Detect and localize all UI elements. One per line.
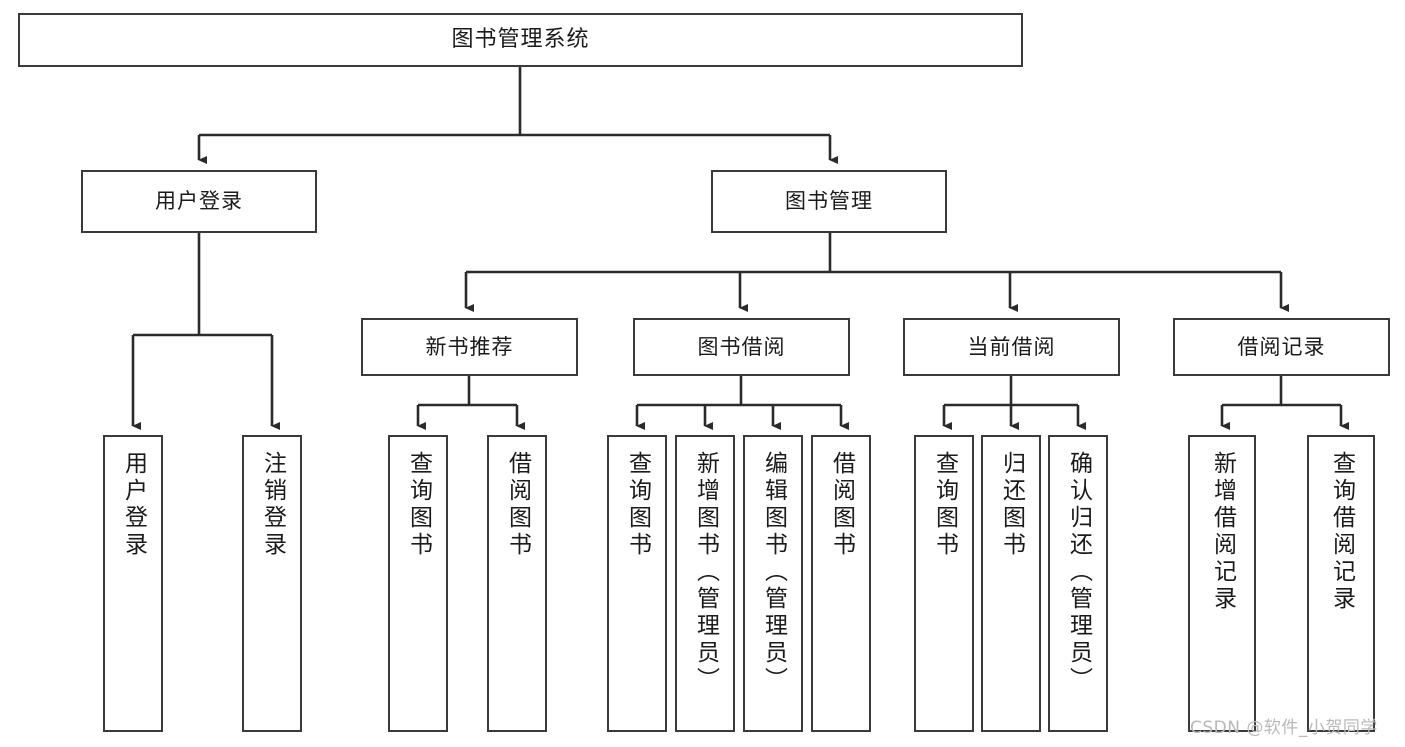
node-label: 查询图书 xyxy=(931,451,958,559)
node-user-login[interactable]: 用户登录 xyxy=(81,170,317,233)
leaf-add-borrow-record[interactable]: 新增借阅记录 xyxy=(1188,435,1256,732)
leaf-edit-book-admin[interactable]: 编辑图书（管理员） xyxy=(743,435,803,732)
node-borrowing-records[interactable]: 借阅记录 xyxy=(1173,318,1390,376)
node-current-borrowing[interactable]: 当前借阅 xyxy=(903,318,1120,376)
node-label: 图书借阅 xyxy=(697,334,786,359)
leaf-query-book-recommendation[interactable]: 查询图书 xyxy=(388,435,448,732)
leaf-confirm-return-admin[interactable]: 确认归还（管理员） xyxy=(1048,435,1108,732)
node-label: 用户登录 xyxy=(120,451,147,559)
node-label: 归还图书 xyxy=(998,451,1025,559)
node-label: 查询图书 xyxy=(405,451,432,559)
leaf-user-logout[interactable]: 注销登录 xyxy=(242,435,302,732)
node-label: 借阅记录 xyxy=(1237,334,1326,359)
node-book-borrowing[interactable]: 图书借阅 xyxy=(633,318,850,376)
node-label: 新增借阅记录 xyxy=(1209,451,1236,613)
leaf-query-book-borrowing[interactable]: 查询图书 xyxy=(607,435,667,732)
leaf-add-book-admin[interactable]: 新增图书（管理员） xyxy=(675,435,735,732)
node-label: 新增图书（管理员） xyxy=(692,451,719,694)
node-label: 借阅图书 xyxy=(828,451,855,559)
node-label: 借阅图书 xyxy=(504,451,531,559)
leaf-return-book[interactable]: 归还图书 xyxy=(981,435,1041,732)
leaf-query-borrow-record[interactable]: 查询借阅记录 xyxy=(1307,435,1375,732)
node-label: 当前借阅 xyxy=(967,334,1056,359)
node-label: 图书管理系统 xyxy=(451,27,590,53)
leaf-borrow-book[interactable]: 借阅图书 xyxy=(811,435,871,732)
node-label: 注销登录 xyxy=(259,451,286,559)
node-new-book-recommendation[interactable]: 新书推荐 xyxy=(361,318,578,376)
node-book-management[interactable]: 图书管理 xyxy=(711,170,947,233)
node-label: 用户登录 xyxy=(155,189,243,214)
node-label: 确认归还（管理员） xyxy=(1065,451,1092,694)
node-label: 查询图书 xyxy=(624,451,651,559)
node-label: 编辑图书（管理员） xyxy=(760,451,787,694)
node-label: 新书推荐 xyxy=(425,334,514,359)
leaf-query-book-current[interactable]: 查询图书 xyxy=(914,435,974,732)
node-label: 查询借阅记录 xyxy=(1328,451,1355,613)
watermark-text: CSDN @软件_小贺同学 xyxy=(1190,718,1378,738)
leaf-user-login[interactable]: 用户登录 xyxy=(103,435,163,732)
node-label: 图书管理 xyxy=(785,189,873,214)
node-root-library-system[interactable]: 图书管理系统 xyxy=(18,13,1023,67)
leaf-borrow-book-recommendation[interactable]: 借阅图书 xyxy=(487,435,547,732)
